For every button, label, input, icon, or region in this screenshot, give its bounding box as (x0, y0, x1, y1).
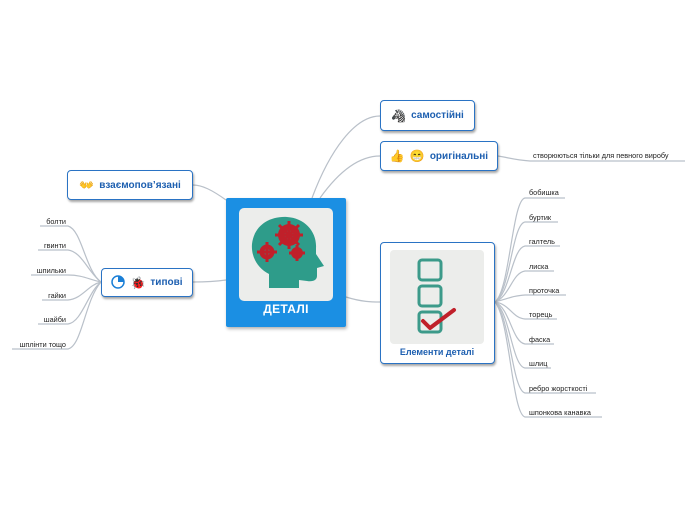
topic-vzaiemopovyazani-label: взаємопов’язані (99, 179, 181, 191)
link-vzaiemopovyazani (192, 184, 227, 201)
grin-face-icon: 😁 (409, 149, 425, 163)
pie-chart-icon (111, 274, 126, 291)
leaf-elementy: галтель (529, 237, 555, 246)
leaf-typovi: шпильки (36, 266, 66, 275)
leaf-elementy: торець (529, 310, 553, 319)
link-oryhinalni (319, 155, 381, 199)
topic-elementy[interactable]: Елементи деталі (380, 242, 495, 364)
leaf-typovi: гвинти (43, 241, 66, 250)
zebra-icon: 🦓 (391, 108, 407, 123)
topic-oryhinalni[interactable]: 👍 😁 оригінальні (380, 141, 498, 171)
leaf-elementy: буртик (529, 213, 552, 222)
link-samostiyni (311, 115, 381, 199)
topic-oryhinalni-label: оригінальні (429, 150, 489, 162)
central-title: ДЕТАЛІ (263, 302, 309, 316)
topic-samostiyni[interactable]: 🦓 самостійні (380, 100, 475, 131)
leaf-typovi: болти (46, 217, 66, 226)
leaf-typovi: шайби (43, 315, 66, 324)
head-with-gears-icon (239, 208, 333, 301)
topic-vzaiemopovyazani[interactable]: 👐 взаємопов’язані (67, 170, 193, 200)
leaf-elementy: лиска (529, 262, 549, 271)
central-topic[interactable]: ДЕТАЛІ (226, 198, 346, 327)
ladybug-icon: 🐞 (130, 275, 146, 290)
topic-typovi-label: типові (150, 277, 183, 288)
topic-typovi[interactable]: 🐞 типові (101, 268, 193, 297)
topic-elementy-label: Елементи деталі (399, 347, 475, 357)
leaf-elementy: фаска (529, 335, 551, 344)
topic-samostiyni-label: самостійні (411, 110, 464, 121)
checklist-icon (390, 250, 484, 344)
clapping-hands-icon: 👐 (79, 178, 95, 192)
leaf-elementy: проточка (529, 286, 560, 295)
thumbs-up-icon: 👍 (389, 149, 405, 163)
leaf-elementy: шлиц (529, 359, 548, 368)
link-typovi (192, 279, 227, 283)
note-oryhinalni: створюються тільки для певного виробу (533, 151, 669, 160)
leaf-elementy: ребро жорсткості (529, 384, 588, 393)
leaf-typovi: гайки (48, 291, 66, 300)
link-elementy (345, 296, 381, 303)
leaf-typovi: шплінти тощо (19, 340, 66, 349)
leaf-elementy: бобишка (529, 188, 559, 197)
leaf-elementy: шпонкова канавка (529, 408, 591, 417)
